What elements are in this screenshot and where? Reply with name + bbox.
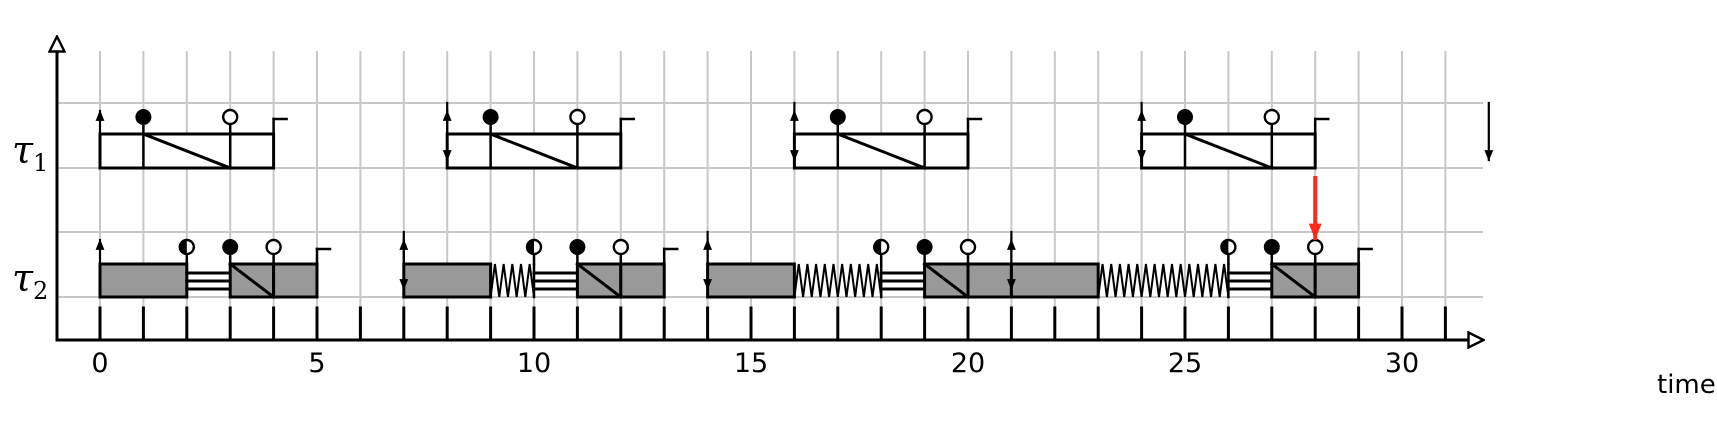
tick-label: 30 (1385, 348, 1419, 379)
task1-critical-diagonal (835, 132, 927, 170)
request-marker-half (179, 240, 187, 254)
tick-label: 0 (91, 348, 108, 379)
request-marker-half (1221, 240, 1229, 254)
task2-exec-block (966, 262, 1013, 299)
lock-marker (222, 239, 239, 255)
task2-exec-block (1313, 262, 1361, 299)
task1-jobs (95, 101, 1494, 170)
axes (57, 38, 1482, 340)
lock-marker (482, 109, 499, 125)
lock-marker (829, 109, 846, 125)
unlock-marker (1306, 238, 1324, 256)
lock-marker (916, 239, 933, 255)
x-axis-label: time (1657, 370, 1716, 400)
lock-marker (1177, 109, 1193, 125)
unlock-marker (265, 238, 282, 256)
tick-label: 15 (734, 348, 768, 379)
unlock-marker (569, 108, 586, 126)
lock-marker (1263, 239, 1280, 255)
task2-critical-diagonal (1269, 261, 1318, 300)
task1-critical-diagonal (141, 132, 233, 170)
tick-label: 25 (1168, 348, 1202, 379)
task2-exec-block (98, 262, 189, 299)
request-marker-half (874, 240, 882, 254)
lock-marker (135, 109, 152, 125)
task2-exec-block (706, 262, 796, 299)
task2-suspension-zigzag (489, 263, 535, 298)
task-label-tau1: τ1 (12, 128, 48, 177)
task2-suspension-zigzag (793, 263, 883, 298)
task2-exec-block (402, 262, 493, 299)
unlock-marker (221, 108, 239, 126)
task2-critical-diagonal (228, 261, 276, 300)
unlock-marker (959, 238, 977, 256)
unlock-marker (612, 238, 629, 256)
tick-label: 20 (951, 348, 985, 379)
task1-critical-diagonal (1183, 132, 1274, 170)
task2-exec-block (272, 262, 319, 299)
task2-jobs (95, 230, 1373, 300)
task2-exec-block (1009, 262, 1100, 299)
ticks (98, 306, 1447, 342)
tick-label: 5 (308, 348, 325, 379)
task2-suspension-zigzag (1097, 263, 1230, 298)
lock-marker (569, 239, 586, 255)
task1-job-box (1140, 132, 1317, 170)
tick-label: 10 (517, 348, 551, 379)
task2-critical-diagonal (922, 261, 971, 300)
unlock-marker (1263, 108, 1281, 126)
task2-critical-diagonal (575, 261, 623, 300)
unlock-marker (916, 108, 933, 126)
request-marker-half (527, 240, 534, 254)
tick-labels: 0 5 10 15 20 25 30 (91, 348, 1419, 379)
task1-critical-diagonal (488, 132, 580, 170)
task-label-tau2: τ2 (12, 256, 48, 305)
task2-exec-block (619, 262, 666, 299)
